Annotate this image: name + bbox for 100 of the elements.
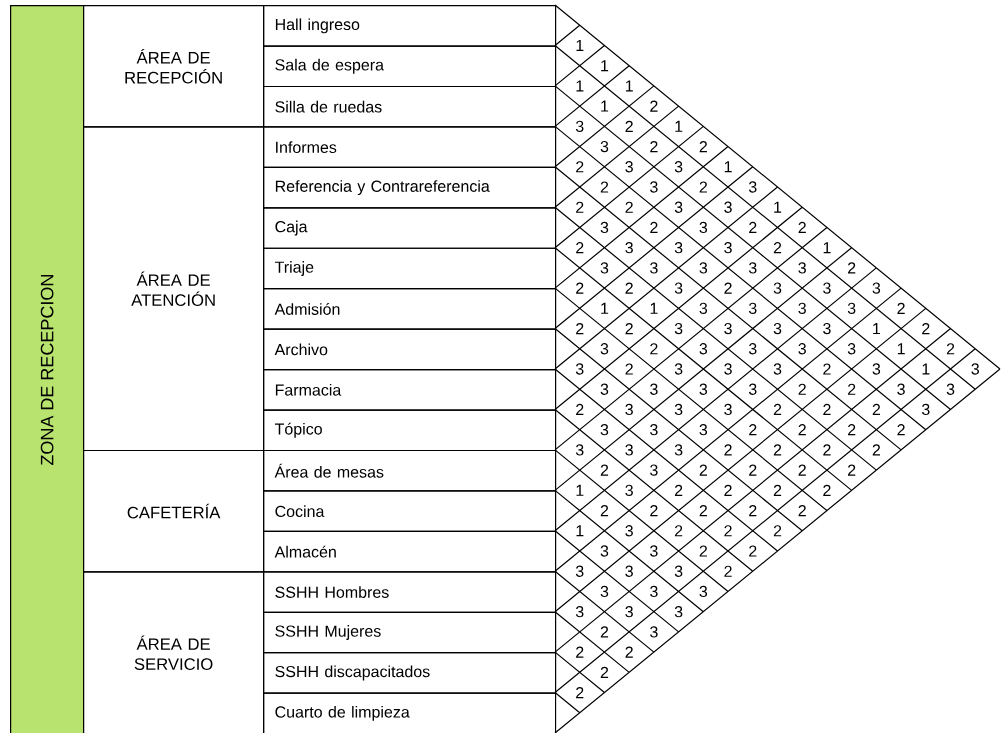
rating-number: 3 <box>699 585 708 598</box>
rating-number: 3 <box>748 181 757 193</box>
rating-number: 3 <box>946 383 955 395</box>
rating-number: 2 <box>872 444 880 456</box>
rating-number: 1 <box>873 323 881 335</box>
node-label: ZONA DE RECEPCION <box>40 275 54 466</box>
rating-number: 3 <box>600 140 609 153</box>
rating-number: 2 <box>848 464 856 476</box>
rating-number: 2 <box>576 161 584 173</box>
rating-number: 3 <box>625 484 633 496</box>
rating-number: 3 <box>724 201 732 213</box>
rating-number: 3 <box>600 585 609 598</box>
rating-number: 2 <box>773 444 782 456</box>
rating-number: 1 <box>650 302 658 314</box>
rating-number: 3 <box>798 343 806 355</box>
rating-number: 1 <box>576 525 584 537</box>
rating-number: 3 <box>625 565 633 577</box>
rating-number: 3 <box>699 424 708 436</box>
rating-number: 3 <box>674 161 683 173</box>
rating-number: 3 <box>674 282 683 294</box>
rating-number: 3 <box>625 525 633 537</box>
rating-number: 2 <box>773 242 782 254</box>
space-cell: Triaje <box>263 247 557 290</box>
space-cell: Tópico <box>263 409 557 452</box>
rating-number: 2 <box>749 505 757 517</box>
rating-number: 2 <box>724 282 732 294</box>
rating-number: 3 <box>625 242 633 254</box>
rating-number: 3 <box>600 424 609 436</box>
rating-number: 2 <box>674 484 683 496</box>
rating-number: 3 <box>872 363 881 375</box>
rating-number: 3 <box>897 383 905 395</box>
space-cell: Almacén <box>263 530 557 573</box>
space-cell: Silla de ruedas <box>263 85 557 128</box>
rating-number: 2 <box>749 464 757 476</box>
space-cell: Admisión <box>263 288 557 330</box>
rating-number: 2 <box>625 120 633 132</box>
space-cell: SSHH discapacitados <box>263 652 557 694</box>
rating-number: 2 <box>823 484 831 496</box>
rating-number: 2 <box>699 181 707 193</box>
rating-number: 2 <box>823 363 831 375</box>
rating-number: 2 <box>600 505 609 517</box>
rating-number: 3 <box>625 403 633 416</box>
space-cell: Archivo <box>263 328 557 371</box>
rating-number: 3 <box>650 424 658 436</box>
rating-number: 2 <box>848 383 856 395</box>
rating-number: 3 <box>674 322 683 335</box>
rating-number: 2 <box>625 323 633 335</box>
rating-number: 2 <box>625 201 633 213</box>
rating-number: 2 <box>576 687 584 699</box>
rating-number: 2 <box>749 221 757 234</box>
rating-number: 1 <box>897 343 905 355</box>
rating-number: 2 <box>848 424 856 436</box>
space-cell: Referencia y Contrareferencia <box>263 166 557 209</box>
rating-number: 2 <box>897 302 905 314</box>
rating-number: 3 <box>650 181 658 193</box>
rating-number: 2 <box>946 343 955 355</box>
rating-number: 3 <box>650 626 658 638</box>
rating-number: 2 <box>674 525 683 537</box>
rating-number: 3 <box>699 343 708 355</box>
rating-number: 3 <box>650 464 658 476</box>
rating-number: 3 <box>600 343 609 355</box>
rating-number: 2 <box>798 505 806 517</box>
rating-number: 1 <box>922 363 930 375</box>
rating-number: 2 <box>773 525 782 537</box>
rating-number: 2 <box>749 424 757 436</box>
rating-number: 1 <box>625 80 633 92</box>
rating-number: 1 <box>576 80 584 92</box>
rating-number: 1 <box>601 100 609 112</box>
space-cell: Farmacia <box>263 369 557 411</box>
rating-number: 3 <box>674 242 683 254</box>
rating-number: 1 <box>576 484 584 496</box>
rating-number: 2 <box>798 221 806 234</box>
rating-number: 3 <box>921 403 930 416</box>
rating-number: 2 <box>576 201 584 213</box>
rating-number: 3 <box>600 221 609 234</box>
rating-number: 2 <box>848 262 856 274</box>
rating-number: 3 <box>699 302 708 314</box>
rating-number: 3 <box>600 262 609 274</box>
space-cell: SSHH Mujeres <box>263 611 557 654</box>
rating-number: 2 <box>576 323 584 335</box>
rating-number: 3 <box>650 262 658 274</box>
rating-number: 3 <box>823 322 831 335</box>
rating-number: 3 <box>674 201 683 213</box>
rating-number: 3 <box>575 363 584 375</box>
rating-number: 3 <box>847 302 856 314</box>
rating-number: 2 <box>699 141 707 153</box>
rating-number: 3 <box>575 444 584 456</box>
rating-number: 2 <box>773 484 782 496</box>
rating-number: 2 <box>798 464 806 476</box>
rating-number: 3 <box>699 383 708 395</box>
rating-number: 3 <box>575 565 584 577</box>
rating-number: 2 <box>724 525 732 537</box>
rating-number: 2 <box>625 646 633 658</box>
rating-number: 2 <box>699 464 707 476</box>
rating-number: 2 <box>798 424 806 436</box>
rating-number: 3 <box>724 363 732 375</box>
rating-number: 2 <box>650 100 658 112</box>
rating-number: 2 <box>823 444 831 456</box>
rating-number: 3 <box>650 585 658 598</box>
rating-number: 3 <box>699 262 708 274</box>
